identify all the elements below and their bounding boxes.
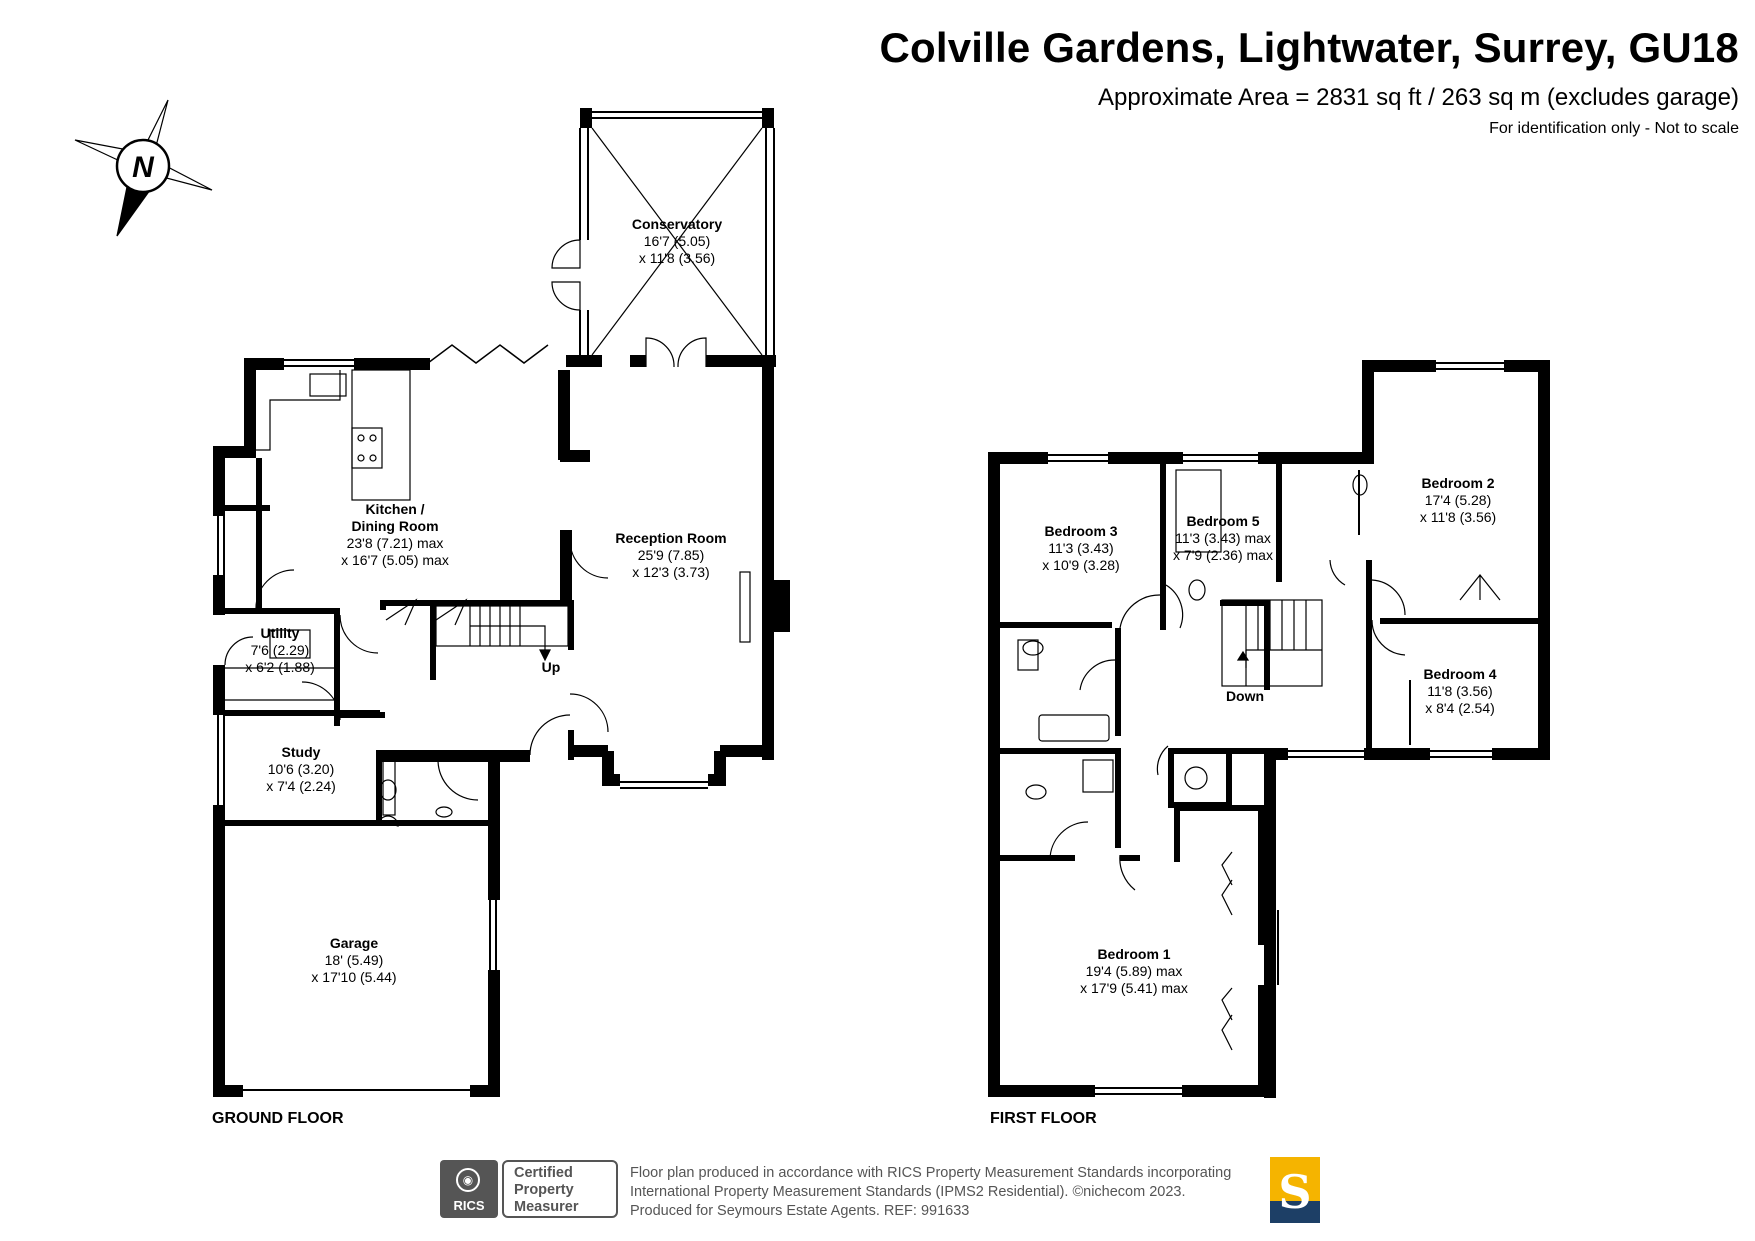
first-floor-fixtures <box>1017 469 1501 1051</box>
room-dim: x 7'4 (2.24) <box>266 778 336 794</box>
room-name: Bedroom 1 <box>1097 946 1170 962</box>
footer-disclaimer: Floor plan produced in accordance with R… <box>630 1164 1231 1221</box>
room-dim: 7'6 (2.29) <box>251 642 310 658</box>
rics-certification: ◉ RICS Certified Property Measurer <box>440 1160 618 1218</box>
room-dim: x 17'9 (5.41) max <box>1080 980 1188 996</box>
first-floor-walls <box>988 360 1550 1098</box>
room-name: Garage <box>330 935 378 951</box>
ground-floor-plan <box>213 108 790 1097</box>
badge-line: Certified <box>514 1165 573 1181</box>
room-dim: 18' (5.49) <box>325 952 384 968</box>
room-dim: 19'4 (5.89) max <box>1086 963 1183 979</box>
room-name: Bedroom 4 <box>1423 666 1496 682</box>
room-name: Dining Room <box>351 518 438 534</box>
room-name: Conservatory <box>632 216 722 232</box>
room-dim: x 11'8 (3.56) <box>1420 509 1496 525</box>
stair-up-label: Up <box>542 659 561 675</box>
rics-emblem-icon: ◉ <box>456 1168 480 1192</box>
first-floor-plan <box>988 360 1550 1098</box>
compass-letter: N <box>132 151 155 184</box>
room-dim: 10'6 (3.20) <box>268 761 335 777</box>
room-labels: Conservatory 16'7 (5.05) x 11'8 (3.56) K… <box>245 216 1497 996</box>
room-name: Bedroom 2 <box>1421 475 1494 491</box>
agent-logo-gold <box>1270 1157 1320 1201</box>
room-dim: 11'3 (3.43) <box>1048 540 1113 556</box>
agent-logo-navy <box>1270 1201 1320 1223</box>
plan-title: Colville Gardens, Lightwater, Surrey, GU… <box>879 24 1739 71</box>
badge-line: Property <box>514 1182 574 1198</box>
conservatory-walls <box>551 108 776 368</box>
room-name: Reception Room <box>615 530 726 546</box>
certified-measurer-badge: Certified Property Measurer <box>502 1160 618 1218</box>
room-dim: x 6'2 (1.88) <box>245 659 315 675</box>
agent-logo-letter: S <box>1278 1165 1312 1219</box>
kitchen-units <box>224 369 609 827</box>
room-name: Bedroom 5 <box>1186 513 1259 529</box>
footer-line: Produced for Seymours Estate Agents. REF… <box>630 1203 970 1219</box>
first-floor-label: FIRST FLOOR <box>990 1110 1097 1127</box>
room-name: Kitchen / <box>365 501 424 517</box>
room-dim: x 17'10 (5.44) <box>311 969 396 985</box>
approximate-area: Approximate Area = 2831 sq ft / 263 sq m… <box>1097 84 1739 111</box>
room-dim: x 10'9 (3.28) <box>1042 557 1119 573</box>
room-name: Utility <box>261 625 300 641</box>
north-compass-icon: N <box>74 99 213 237</box>
room-dim: x 16'7 (5.05) max <box>341 552 449 568</box>
room-name: Study <box>282 744 321 760</box>
footer-line: International Property Measurement Stand… <box>630 1184 1186 1200</box>
agent-logo: S <box>1270 1157 1320 1223</box>
ground-floor-label: GROUND FLOOR <box>212 1110 344 1127</box>
rics-logo-text: RICS <box>453 1198 485 1213</box>
badge-line: Measurer <box>514 1199 579 1215</box>
ground-floor-walls <box>213 344 790 1097</box>
scale-note: For identification only - Not to scale <box>1489 120 1739 137</box>
room-name: Bedroom 3 <box>1044 523 1117 539</box>
stair-down-label: Down <box>1226 688 1264 704</box>
room-dim: x 11'8 (3.56) <box>639 250 715 266</box>
room-dim: 25'9 (7.85) <box>638 547 705 563</box>
room-dim: x 7'9 (2.36) max <box>1173 547 1273 563</box>
room-dim: x 12'3 (3.73) <box>632 564 709 580</box>
room-dim: x 8'4 (2.54) <box>1425 700 1495 716</box>
room-dim: 16'7 (5.05) <box>644 233 711 249</box>
room-dim: 23'8 (7.21) max <box>347 535 444 551</box>
room-dim: 17'4 (5.28) <box>1425 492 1492 508</box>
rics-logo: ◉ RICS <box>440 1160 498 1218</box>
room-dim: 11'3 (3.43) max <box>1175 530 1271 546</box>
room-dim: 11'8 (3.56) <box>1427 683 1492 699</box>
footer-line: Floor plan produced in accordance with R… <box>630 1165 1232 1181</box>
